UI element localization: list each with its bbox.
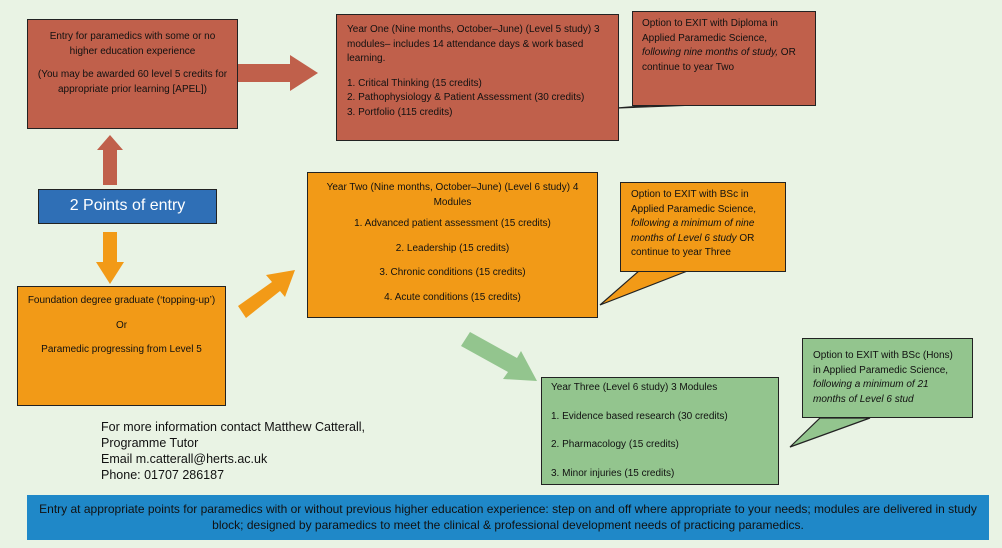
year-two-module: 1. Advanced patient assessment (15 credi… — [354, 218, 551, 229]
exit-three-text-a: Option to EXIT with BSc (Hons) in Applie… — [813, 350, 953, 376]
year-one-box: Year One (Nine months, October–June) (Le… — [336, 14, 619, 141]
year-three-heading: Year Three (Level 6 study) 3 Modules — [551, 382, 718, 393]
exit-two-text-c: OR continue to year Three — [631, 232, 755, 259]
exit-three-text-b: following a minimum of 21 months of Leve… — [813, 379, 929, 405]
exit-three-callout: Option to EXIT with BSc (Hons) in Applie… — [802, 338, 973, 418]
arrow-diagonal-year-two — [238, 270, 295, 318]
points-of-entry-label: 2 Points of entry — [38, 189, 217, 224]
year-three-module: 1. Evidence based research (30 credits) — [551, 410, 728, 422]
entry-top-apel-text: (You may be awarded 60 level 5 credits f… — [37, 69, 228, 95]
contact-info: For more information contact Matthew Cat… — [101, 419, 365, 483]
exit-one-callout: Option to EXIT with Diploma in Applied P… — [632, 11, 816, 106]
contact-phone: Phone: 01707 286187 — [101, 468, 225, 482]
year-one-module: 3. Portfolio (115 credits) — [347, 106, 453, 118]
exit-two-callout: Option to EXIT with BSc in Applied Param… — [620, 182, 786, 272]
year-one-module: 1. Critical Thinking (15 credits) — [347, 77, 482, 89]
arrow-diagonal-year-three — [461, 332, 537, 381]
entry-top-text: Entry for paramedics with some or no hig… — [49, 31, 216, 57]
contact-line: For more information contact Matthew Cat… — [101, 420, 365, 434]
year-three-module: 3. Minor injuries (15 credits) — [551, 467, 675, 479]
year-two-heading: Year Two (Nine months, October–June) (Le… — [326, 182, 579, 208]
year-two-module: 3. Chronic conditions (15 credits) — [379, 267, 526, 278]
year-two-module: 2. Leadership (15 credits) — [395, 242, 510, 254]
entry-bottom-or: Or — [115, 319, 128, 331]
year-three-box: Year Three (Level 6 study) 3 Modules 1. … — [541, 377, 779, 485]
entry-box-some-experience: Entry for paramedics with some or no hig… — [27, 19, 238, 129]
footer-text: Entry at appropriate points for paramedi… — [39, 502, 977, 532]
year-one-module: 2. Pathophysiology & Patient Assessment … — [347, 92, 585, 103]
year-one-heading: Year One (Nine months, October–June) (Le… — [347, 24, 600, 64]
arrow-down — [96, 232, 124, 284]
year-two-module: 4. Acute conditions (15 credits) — [384, 291, 521, 303]
arrow-up — [97, 135, 123, 185]
exit-one-text-b: following nine months of study, — [642, 47, 779, 58]
contact-email: Email m.catterall@herts.ac.uk — [101, 452, 268, 466]
points-of-entry-text: 2 Points of entry — [69, 197, 186, 214]
callout-pointer-exit-three — [789, 417, 871, 448]
arrow-right-year-one — [238, 55, 318, 91]
entry-bottom-line1: Foundation degree graduate (‘topping-up’… — [27, 295, 216, 306]
contact-line: Programme Tutor — [101, 436, 199, 450]
year-two-box: Year Two (Nine months, October–June) (Le… — [307, 172, 598, 318]
year-three-module: 2. Pharmacology (15 credits) — [551, 439, 679, 450]
footer-banner: Entry at appropriate points for paramedi… — [27, 495, 989, 540]
exit-one-text-a: Option to EXIT with Diploma in Applied P… — [642, 18, 778, 44]
exit-one-text-c: OR continue to year Two — [642, 47, 796, 73]
entry-box-foundation-graduate: Foundation degree graduate (‘topping-up’… — [17, 286, 226, 406]
exit-two-text-b: following a minimum of nine months of Le… — [631, 218, 755, 244]
exit-two-text-a: Option to EXIT with BSc in Applied Param… — [631, 189, 757, 215]
entry-bottom-line2: Paramedic progressing from Level 5 — [41, 344, 202, 355]
callout-pointer-exit-two — [599, 269, 691, 306]
